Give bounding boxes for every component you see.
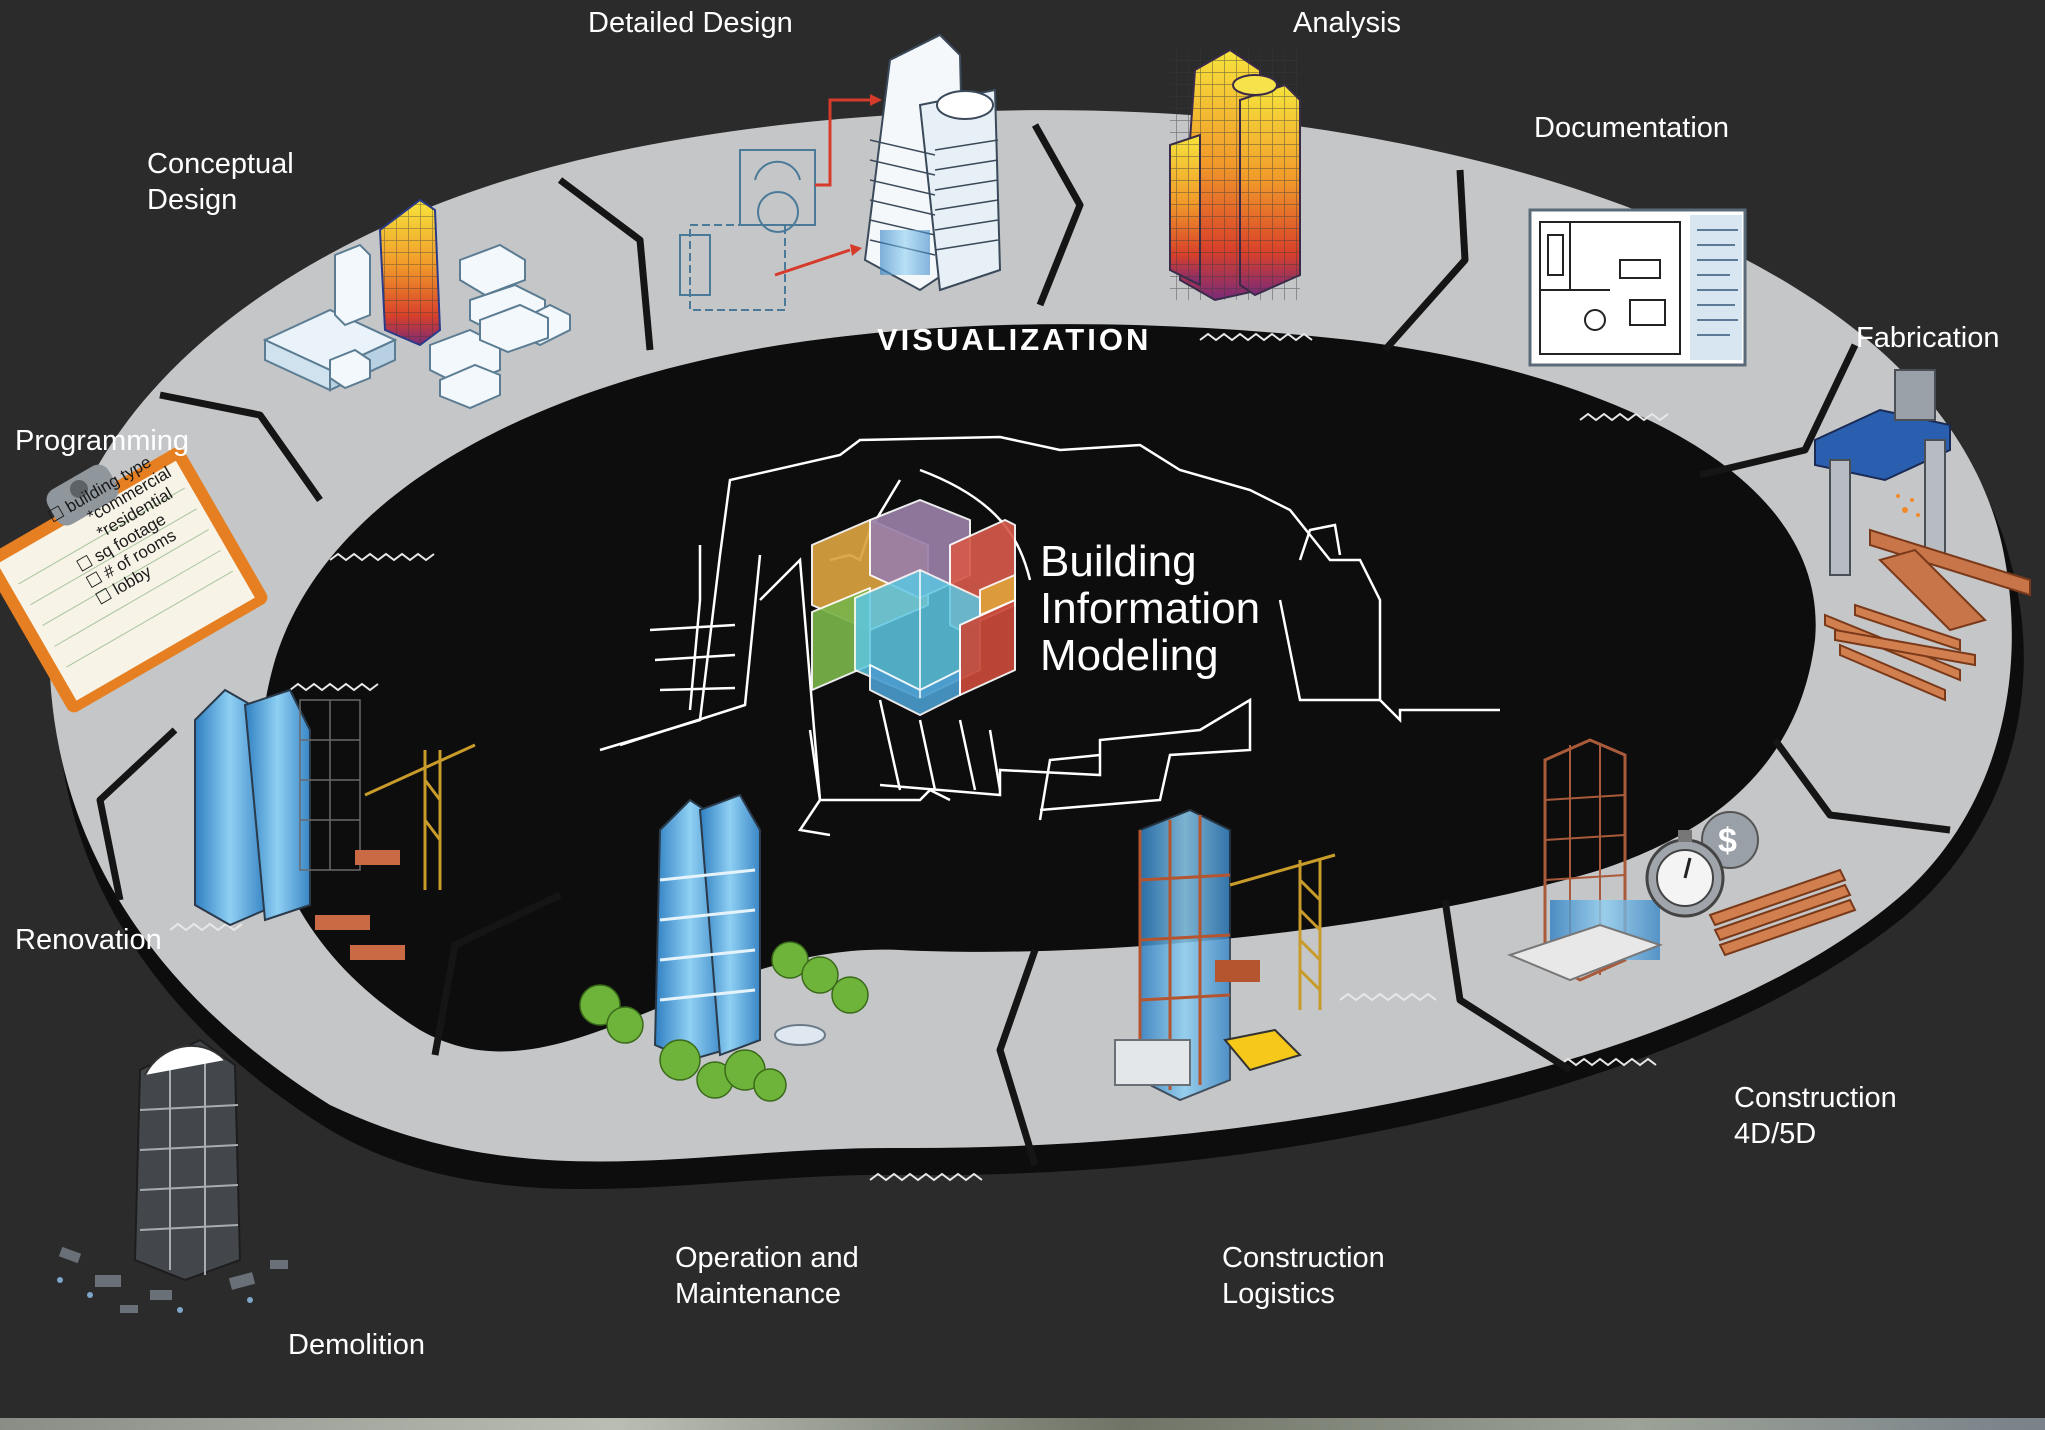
bottom-photo-strip <box>0 1418 2045 1430</box>
center-title-line: Information <box>1040 584 1261 633</box>
stage-label-fabrication: Fabrication <box>1856 322 2000 354</box>
center-title: Building Information Modeling <box>1040 538 1260 679</box>
lifecycle-ring <box>49 110 2012 1162</box>
demolished-building-icon <box>57 1038 288 1313</box>
bim-cube-logo <box>811 499 1016 716</box>
renovation-crane-icon <box>194 688 476 960</box>
center-title-line: Modeling <box>1040 631 1219 680</box>
bim-building-sketch <box>599 435 1500 837</box>
clipboard-icon <box>0 447 268 713</box>
tower-drawing-icon <box>679 33 1002 311</box>
svg-text:$: $ <box>1718 822 1737 860</box>
finished-building-icon <box>579 793 869 1102</box>
stage-label-documentation: Documentation <box>1534 112 1730 144</box>
stage-label-programming: Programming <box>15 425 190 457</box>
floor-plan-sheet-icon <box>1528 208 1747 367</box>
center-title-line: Building <box>1040 537 1197 586</box>
inner-zigzag-edge <box>169 332 1669 1182</box>
stopwatch-dollar-icon: $ <box>1507 738 1857 982</box>
segment-dividers <box>96 123 1951 1167</box>
fabrication-machine-icon <box>1814 369 2031 702</box>
stage-label-analysis: Analysis <box>1293 7 1401 39</box>
crane-site-icon <box>1114 808 1336 1102</box>
massing-model-icon <box>262 198 571 410</box>
stage-label-detailed-design: Detailed Design <box>588 7 793 39</box>
stage-label-renovation: Renovation <box>15 924 162 956</box>
heatmap-tower-icon <box>1169 48 1301 302</box>
stage-label-demolition: Demolition <box>288 1329 425 1361</box>
visualization-ring-label: VISUALIZATION <box>877 322 1152 357</box>
